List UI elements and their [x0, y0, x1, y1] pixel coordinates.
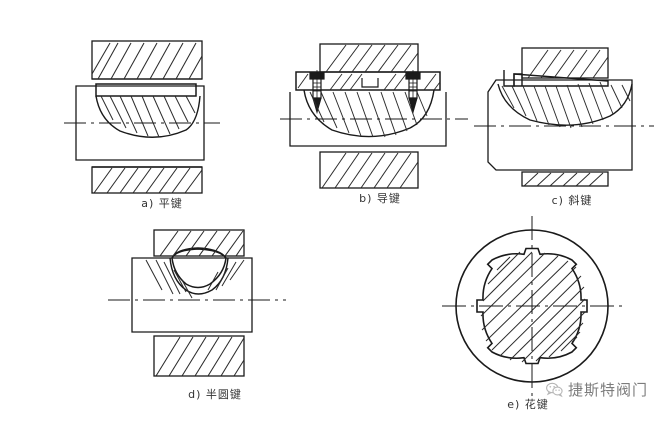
watermark-text: 捷斯特阀门 [568, 381, 649, 399]
hatch-keyway-seat-b [309, 91, 428, 138]
hatch-lower-hub [93, 167, 203, 194]
hatch-keyway-seat [100, 95, 196, 138]
caption-taper-key: c) 斜键 [551, 194, 593, 207]
caption-woodruff-key: d) 半圆键 [188, 388, 242, 401]
screw-left [309, 70, 325, 115]
wechat-icon [546, 382, 563, 398]
hatch-lower-hub-c [523, 172, 604, 187]
figure-guide-key [280, 40, 468, 190]
screw-right [405, 70, 421, 115]
figure-flat-key [64, 34, 234, 194]
spline-profile [476, 247, 588, 365]
hatch-lower-hub-d [155, 336, 245, 377]
hatch-keyway-seat-c [501, 81, 631, 129]
hatch-upper-hub [91, 42, 203, 80]
hatch-keyway-seat-d [145, 259, 245, 299]
hatch-upper-hub-b [325, 44, 419, 73]
hatch-lower-hub-b [321, 152, 419, 189]
caption-spline: e) 花键 [507, 398, 549, 411]
caption-flat-key: a) 平键 [141, 197, 183, 210]
watermark: 捷斯特阀门 [546, 379, 648, 400]
figure-woodruff-key [108, 228, 286, 377]
hatch-upper-hub-c [527, 49, 609, 79]
figure-taper-key [474, 46, 654, 187]
figure-spline [442, 216, 622, 396]
caption-guide-key: b) 导键 [359, 192, 401, 205]
hatch-upper-hub-d [159, 230, 245, 257]
hatch-spline-section [480, 251, 586, 363]
hatch-key-b [297, 73, 441, 91]
